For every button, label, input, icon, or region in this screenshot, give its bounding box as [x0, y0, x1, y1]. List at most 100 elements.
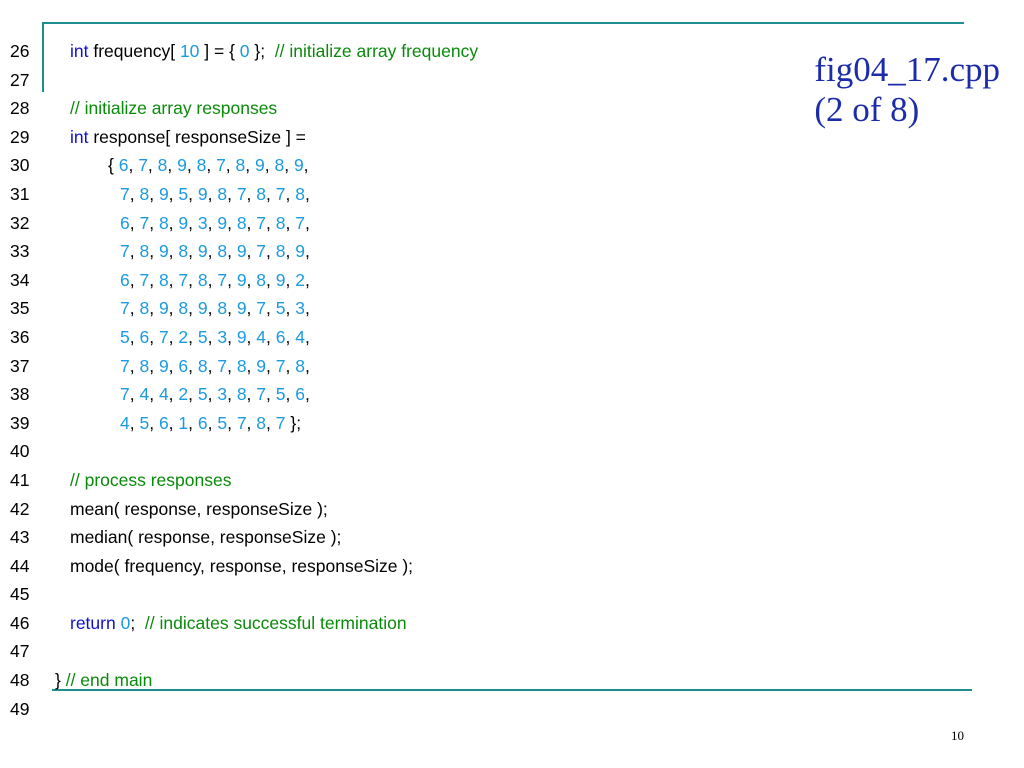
- page-number: 10: [951, 728, 964, 743]
- line-number: 27: [10, 69, 30, 90]
- code-token-plain: ,: [304, 298, 310, 319]
- line-number: 44: [10, 555, 30, 576]
- code-token-plain: ,: [149, 326, 159, 347]
- code-token-number: 9: [236, 326, 247, 347]
- code-token-number: 7: [120, 384, 130, 405]
- code-token-plain: ,: [206, 155, 217, 176]
- code-token-plain: ,: [227, 269, 237, 290]
- code-token-number: 3: [295, 298, 305, 319]
- code-token-number: 8: [178, 298, 189, 319]
- code-token-plain: ,: [188, 183, 198, 204]
- code-token-plain: ,: [246, 183, 257, 204]
- code-token-number: 8: [295, 355, 305, 376]
- code-text: 7, 8, 9, 8, 9, 8, 9, 7, 5, 3,: [120, 294, 310, 323]
- code-token-number: 9: [256, 355, 267, 376]
- code-token-number: 7: [216, 155, 226, 176]
- code-token-plain: ,: [246, 298, 257, 319]
- code-token-plain: mean( response, responseSize );: [70, 498, 328, 519]
- code-token-plain: }: [55, 670, 66, 691]
- line-number: 33: [10, 241, 30, 262]
- bottom-accent-line: [52, 689, 972, 691]
- code-token-plain: ,: [207, 212, 218, 233]
- code-token-plain: ,: [188, 241, 198, 262]
- code-token-plain: ,: [168, 384, 179, 405]
- code-token-plain: ,: [186, 155, 197, 176]
- code-token-number: 7: [138, 155, 148, 176]
- code-text: return 0; // indicates successful termin…: [70, 609, 407, 638]
- code-token-number: 3: [217, 326, 228, 347]
- code-token-plain: frequency[: [88, 41, 180, 61]
- code-token-number: 8: [235, 155, 246, 176]
- code-token-plain: ,: [225, 155, 236, 176]
- code-token-plain: ,: [304, 183, 310, 204]
- code-token-plain: ,: [168, 355, 179, 376]
- code-token-number: 7: [120, 183, 130, 204]
- code-token-plain: ,: [227, 212, 237, 233]
- code-token-number: 8: [217, 241, 228, 262]
- code-line: 45: [0, 580, 760, 609]
- code-line: 30{ 6, 7, 8, 9, 8, 7, 8, 9, 8, 9,: [0, 151, 760, 180]
- code-token-number: 7: [120, 298, 130, 319]
- code-token-number: 8: [275, 241, 286, 262]
- code-token-plain: response[ responseSize ] =: [88, 126, 306, 147]
- line-number: 39: [10, 412, 30, 433]
- code-line: 40: [0, 437, 760, 466]
- code-token-number: 8: [236, 355, 247, 376]
- code-token-plain: ,: [149, 241, 159, 262]
- code-line: 48} // end main: [0, 666, 760, 695]
- code-token-number: 9: [293, 155, 304, 176]
- code-token-number: 8: [236, 384, 247, 405]
- code-token-number: 2: [295, 269, 305, 290]
- code-token-plain: ,: [266, 269, 276, 290]
- code-token-plain: ,: [128, 155, 139, 176]
- code-token-plain: ,: [246, 384, 257, 405]
- code-token-plain: ,: [129, 241, 140, 262]
- code-token-plain: ,: [207, 384, 218, 405]
- code-line: 49: [0, 695, 760, 724]
- code-token-number: 5: [217, 412, 228, 433]
- code-token-number: 0: [239, 41, 250, 61]
- code-token-number: 7: [256, 384, 267, 405]
- code-token-number: 4: [256, 326, 267, 347]
- line-number: 47: [10, 641, 30, 662]
- code-token-plain: ,: [264, 155, 275, 176]
- code-token-number: 6: [197, 412, 208, 433]
- code-token-plain: ,: [227, 384, 237, 405]
- code-token-number: 7: [217, 269, 228, 290]
- code-token-number: 7: [158, 326, 169, 347]
- code-token-keyword: return: [70, 612, 116, 633]
- code-token-plain: ,: [188, 298, 198, 319]
- code-token-comment: // indicates successful termination: [144, 612, 407, 633]
- code-token-number: 9: [158, 298, 169, 319]
- code-token-number: 6: [139, 326, 150, 347]
- code-token-number: 8: [158, 212, 169, 233]
- code-token-number: 8: [256, 412, 267, 433]
- code-token-number: 9: [236, 269, 247, 290]
- code-token-number: 2: [178, 326, 189, 347]
- code-text: mean( response, responseSize );: [70, 495, 328, 524]
- code-text: 6, 7, 8, 7, 8, 7, 9, 8, 9, 2,: [120, 266, 310, 295]
- code-token-keyword: int: [70, 126, 89, 147]
- code-token-plain: ,: [227, 183, 237, 204]
- code-token-plain: ,: [227, 326, 237, 347]
- code-token-plain: ,: [149, 183, 159, 204]
- slide-title-line-1: fig04_17.cpp: [814, 50, 1000, 89]
- code-token-plain: ;: [130, 612, 145, 633]
- code-token-plain: ,: [304, 326, 310, 347]
- code-token-number: 7: [275, 412, 286, 433]
- code-token-plain: ,: [129, 384, 140, 405]
- code-token-plain: ,: [246, 355, 257, 376]
- line-number: 41: [10, 469, 30, 490]
- code-token-plain: ,: [188, 412, 198, 433]
- code-text: // process responses: [70, 466, 231, 495]
- code-token-number: 9: [158, 241, 169, 262]
- code-token-keyword: int: [70, 41, 89, 61]
- code-token-comment: // initialize array responses: [70, 98, 278, 119]
- code-token-number: 6: [158, 412, 169, 433]
- code-token-plain: ,: [129, 355, 140, 376]
